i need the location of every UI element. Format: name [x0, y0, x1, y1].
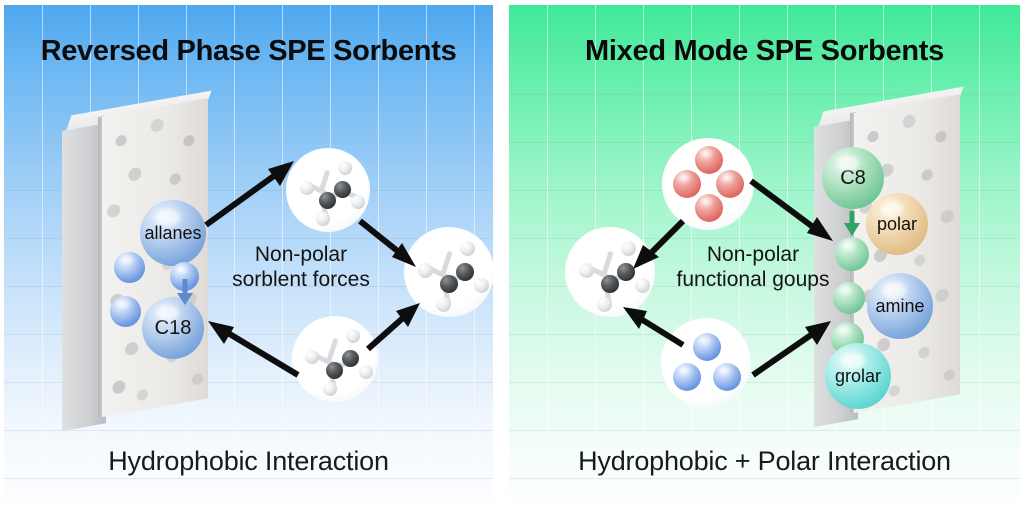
panel-mixed-mode: Mixed Mode SPE Sorbents C8 polar amine	[509, 5, 1020, 507]
hydrogen-atom	[635, 278, 650, 293]
center-text-left-line2: sorblent forces	[232, 267, 370, 291]
red-sphere	[695, 146, 723, 174]
red-cluster-bubble[interactable]	[662, 138, 754, 230]
molecule-bubble-mid-left[interactable]	[404, 227, 493, 317]
hydrogen-atom	[300, 181, 314, 195]
arrow-red-cluster-to-molecule	[633, 218, 686, 269]
sphere-amine[interactable]: amine	[867, 273, 933, 339]
hydrogen-atom	[621, 241, 636, 256]
center-text-left-line1: Non-polar	[254, 243, 348, 266]
molecule-bubble-right[interactable]	[565, 227, 655, 317]
hydrogen-atom	[460, 241, 475, 256]
arrow-sphere-to-molecule	[204, 161, 294, 228]
hydrogen-atom	[351, 195, 365, 209]
down-arrow-icon-right-top	[844, 211, 860, 236]
blue-cluster-bubble[interactable]	[661, 318, 751, 408]
carbon-atom	[326, 362, 343, 379]
hydrogen-atom	[418, 263, 433, 278]
red-sphere	[673, 170, 701, 198]
hydrogen-atom	[597, 297, 612, 312]
sphere-c8[interactable]: C8	[822, 147, 884, 209]
down-arrow-icon-left	[177, 279, 193, 305]
caption-right: Hydrophobic + Polar Interaction	[578, 446, 951, 476]
sphere-amine-label: amine	[875, 296, 925, 316]
carbon-atom	[601, 275, 619, 293]
sphere-polar-label: polar	[876, 214, 918, 234]
center-text-left: Non-polar sorblent forces	[226, 243, 376, 293]
hydrogen-atom	[305, 350, 319, 364]
sphere-grolar[interactable]: grolar	[825, 343, 891, 409]
center-text-right: Non-polar functional goups	[663, 243, 843, 293]
caption-left: Hydrophobic Interaction	[108, 446, 389, 476]
blue-sphere	[673, 363, 701, 391]
arrow-molecule-to-blue-cluster	[623, 307, 685, 348]
molecule-bubble-top-left[interactable]	[286, 148, 370, 232]
page-title-left: Reversed Phase SPE Sorbents	[40, 35, 457, 67]
sphere-small-1[interactable]	[114, 252, 145, 283]
panel-reversed-phase: Reversed Phase SPE Sorbents allanes C18 …	[4, 5, 493, 507]
hydrogen-atom	[323, 382, 337, 396]
carbon-atom	[334, 181, 351, 198]
sphere-c18[interactable]: C18	[142, 297, 204, 359]
sphere-green-small-2[interactable]	[833, 282, 865, 314]
hydrogen-atom	[316, 212, 330, 226]
arrow-blue-cluster-to-block	[751, 321, 831, 378]
sphere-allanes[interactable]: allanes	[140, 200, 206, 266]
hydrogen-atom	[474, 278, 489, 293]
hydrogen-atom	[338, 161, 352, 175]
sphere-allanes-label: allanes	[144, 223, 202, 243]
carbon-atom	[319, 192, 336, 209]
center-text-right-line2: functional goups	[676, 267, 830, 291]
carbon-atom	[456, 263, 474, 281]
hydrogen-atom	[579, 263, 594, 278]
red-sphere	[695, 194, 723, 222]
sphere-small-3[interactable]	[110, 296, 141, 327]
arrow-red-cluster-to-block	[749, 178, 833, 241]
arrow-molecule-to-molecule-bottom	[366, 303, 420, 352]
hydrogen-atom	[359, 365, 373, 379]
sphere-green-small-1[interactable]	[835, 237, 869, 271]
carbon-atom	[440, 275, 458, 293]
hydrogen-atom	[346, 329, 360, 343]
red-sphere	[716, 170, 744, 198]
carbon-atom	[617, 263, 635, 281]
arrow-molecule-to-sphere	[208, 321, 300, 378]
sphere-grolar-label: grolar	[834, 366, 882, 386]
carbon-atom	[342, 350, 359, 367]
sphere-c8-label: C8	[840, 167, 866, 189]
page-title-right: Mixed Mode SPE Sorbents	[585, 35, 944, 67]
center-text-right-line1: Non-polar	[706, 243, 800, 266]
sphere-polar[interactable]: polar	[866, 193, 928, 255]
molecule-bubble-bottom-left[interactable]	[292, 316, 378, 402]
blue-sphere	[713, 363, 741, 391]
arrow-molecule-to-molecule-top	[358, 218, 416, 267]
sphere-c18-label: C18	[154, 317, 192, 339]
blue-sphere	[693, 333, 721, 361]
hydrogen-atom	[436, 297, 451, 312]
